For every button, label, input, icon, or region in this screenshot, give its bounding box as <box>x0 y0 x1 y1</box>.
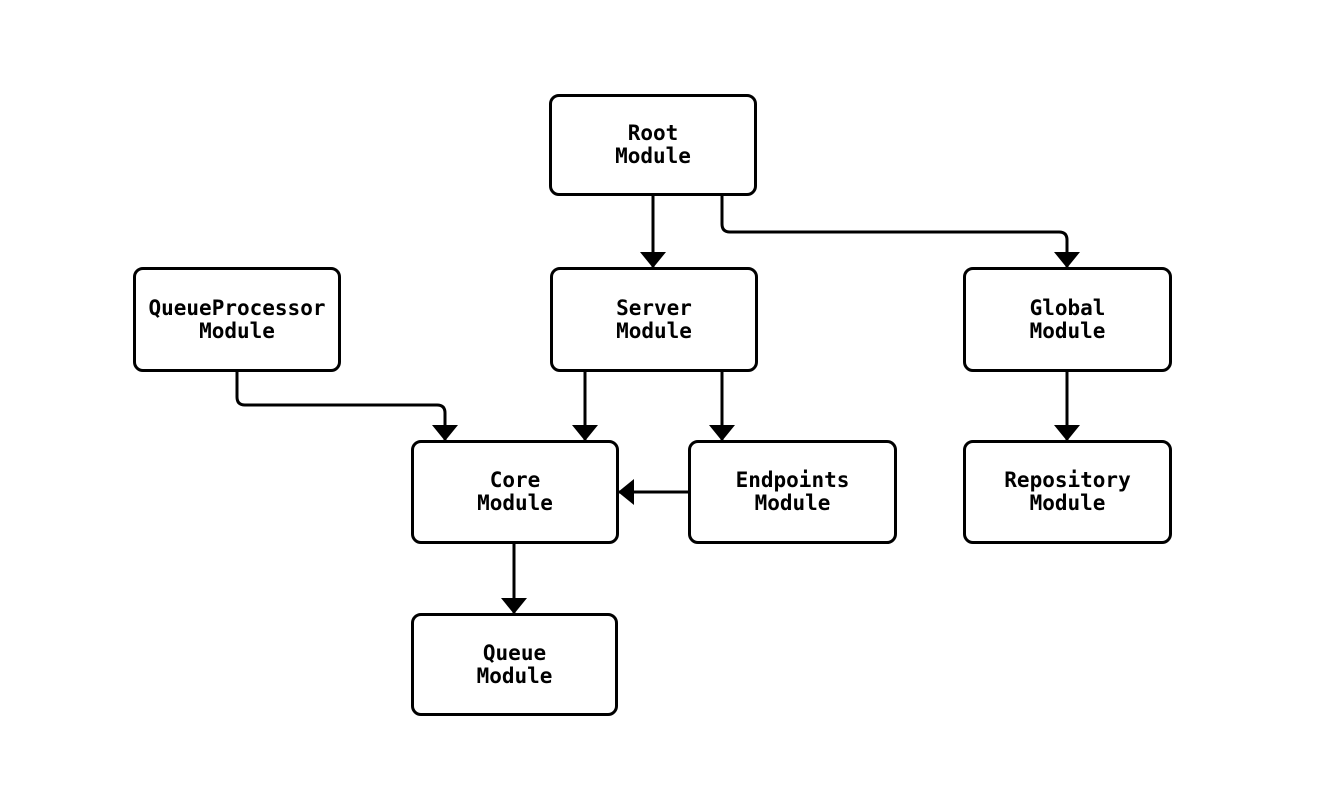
node-label-line1: QueueProcessor <box>148 295 326 320</box>
node-label-line2: Module <box>1029 491 1106 515</box>
node-core-module: Core Module <box>411 440 619 544</box>
node-endpoints-module: Endpoints Module <box>688 440 897 544</box>
node-label-line2: Module <box>477 491 553 515</box>
node-label-line1: Repository <box>1004 468 1131 492</box>
node-label-line2: Module <box>199 318 275 343</box>
node-label-line2: Module <box>616 318 692 343</box>
node-label-line2: Module <box>615 144 691 168</box>
node-label-line1: Global <box>1029 295 1106 320</box>
node-root-module: Root Module <box>549 94 757 196</box>
node-queueprocessor-module: QueueProcessor Module <box>133 267 341 372</box>
node-label-line2: Module <box>1029 318 1106 343</box>
node-repository-module: Repository Module <box>963 440 1172 544</box>
node-label-line2: Module <box>476 663 553 688</box>
node-label-line2: Module <box>754 491 831 515</box>
node-label-line1: Queue <box>482 640 547 665</box>
node-label-line1: Server <box>616 295 692 320</box>
node-label-line1: Core <box>489 468 541 492</box>
edge-queueprocessor-core <box>235 372 458 441</box>
node-global-module: Global Module <box>963 267 1172 372</box>
node-server-module: Server Module <box>550 267 758 372</box>
node-queue-module: Queue Module <box>411 613 618 716</box>
node-label-line1: Endpoints <box>735 468 850 492</box>
node-label-line1: Root <box>627 121 679 145</box>
edge-root-global <box>720 196 1080 268</box>
